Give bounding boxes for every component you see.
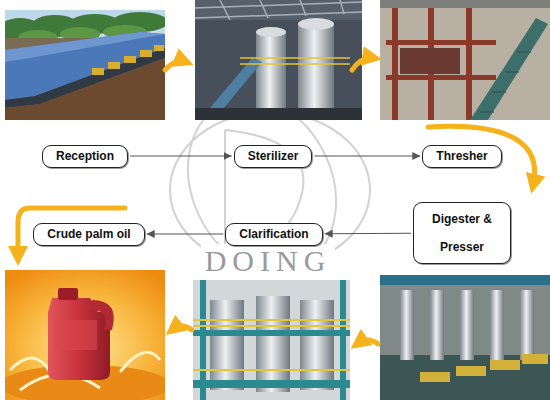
clarification-photo — [193, 280, 350, 400]
thresher-photo — [466, 8, 472, 120]
sterilizer-photo — [256, 27, 286, 37]
presser-photo — [490, 290, 504, 360]
clarification-photo — [193, 330, 350, 336]
presser-photo — [380, 275, 550, 285]
node-label: Crude palm oil — [47, 226, 130, 243]
presser-photo — [520, 290, 534, 360]
presser-photo — [420, 354, 548, 382]
reception-photo — [154, 45, 164, 51]
palm-oil-photo — [5, 270, 165, 400]
presser-photo — [380, 275, 550, 400]
node-label: Sterilizer — [248, 148, 299, 165]
process-box: Thresher — [422, 145, 501, 168]
clarification-photo — [193, 319, 350, 321]
clarification-photo — [300, 300, 334, 390]
presser-photo — [380, 355, 550, 400]
sterilizer-photo — [195, 0, 362, 20]
reception-photo — [5, 58, 165, 120]
clarification-photo — [210, 300, 244, 390]
flow-arrow — [352, 58, 374, 70]
sterilizer-photo — [195, 12, 362, 18]
thresher-photo — [386, 75, 496, 80]
node-label: Clarification — [239, 226, 308, 243]
flow-arrow — [357, 340, 378, 344]
thresher-photo — [386, 40, 496, 45]
reception-photo — [92, 68, 104, 75]
flow-arrow — [18, 58, 535, 344]
presser-photo — [380, 275, 550, 400]
reception-photo — [92, 45, 164, 75]
thresher-photo — [480, 112, 494, 113]
clarification-photo — [193, 320, 350, 370]
sterilizer-photo — [220, 0, 230, 20]
palm-oil-photo — [58, 288, 78, 300]
sterilizer-photo — [195, 0, 362, 120]
presser-photo — [420, 372, 450, 382]
sterilizer-photo — [240, 58, 350, 64]
thresher-photo — [380, 0, 550, 120]
watermark-text: DOING — [201, 244, 336, 278]
presser-photo — [400, 290, 534, 360]
flow-arrow — [165, 61, 186, 70]
sterilizer-photo — [298, 18, 334, 30]
flow-connector — [147, 233, 224, 234]
sterilizer-photo — [340, 0, 344, 14]
thresher-photo — [505, 72, 519, 73]
presser-photo — [490, 360, 520, 370]
flow-connector — [325, 233, 411, 235]
clarification-photo — [193, 280, 350, 400]
clarification-photo — [340, 280, 346, 400]
sterilizer-photo — [195, 2, 362, 8]
palm-oil-photo — [55, 320, 97, 350]
flow-arrow — [172, 326, 192, 330]
flow-connector — [314, 155, 420, 156]
sterilizer-photo — [240, 63, 350, 65]
thresher-photo — [517, 52, 531, 53]
clarification-photo — [193, 369, 350, 371]
process-box: Crude palm oil — [33, 223, 144, 246]
thresher-photo — [470, 18, 548, 120]
process-box: Digester & Presser — [413, 202, 511, 264]
presser-photo — [400, 290, 414, 360]
sterilizer-photo — [195, 108, 362, 120]
clarification-photo — [193, 380, 350, 388]
reception-photo — [108, 62, 120, 69]
clarification-photo — [193, 280, 350, 400]
sterilizer-photo — [256, 32, 286, 112]
sterilizer-photo — [195, 20, 362, 120]
flow-connector — [130, 155, 232, 156]
thresher-photo — [400, 48, 460, 74]
sterilizer-photo — [195, 0, 362, 120]
clarification-photo — [256, 296, 290, 392]
sterilizer-photo — [260, 0, 268, 18]
thresher-photo — [386, 8, 496, 120]
sterilizer-photo — [298, 24, 334, 114]
thresher-photo — [380, 0, 550, 8]
presser-photo — [430, 290, 444, 360]
process-box: Reception — [42, 145, 128, 168]
thresher-photo — [480, 52, 531, 112]
node-label: Thresher — [436, 148, 487, 165]
reception-photo — [140, 50, 152, 57]
presser-photo — [522, 354, 548, 364]
reception-photo — [124, 56, 136, 63]
clarification-photo — [193, 325, 350, 327]
node-label: Reception — [56, 148, 114, 165]
thresher-photo — [392, 8, 398, 120]
presser-photo — [460, 290, 474, 360]
clarification-photo — [200, 280, 206, 400]
node-label: Digester & Presser — [427, 205, 497, 261]
reception-photo — [5, 10, 165, 120]
flow-arrow — [428, 126, 535, 186]
sterilizer-photo — [240, 57, 350, 59]
thresher-photo — [380, 0, 550, 120]
sterilizer-photo — [300, 0, 306, 16]
thresher-photo — [492, 92, 506, 93]
process-box: Sterilizer — [234, 145, 313, 168]
process-box: Clarification — [225, 223, 322, 246]
presser-photo — [456, 366, 486, 376]
